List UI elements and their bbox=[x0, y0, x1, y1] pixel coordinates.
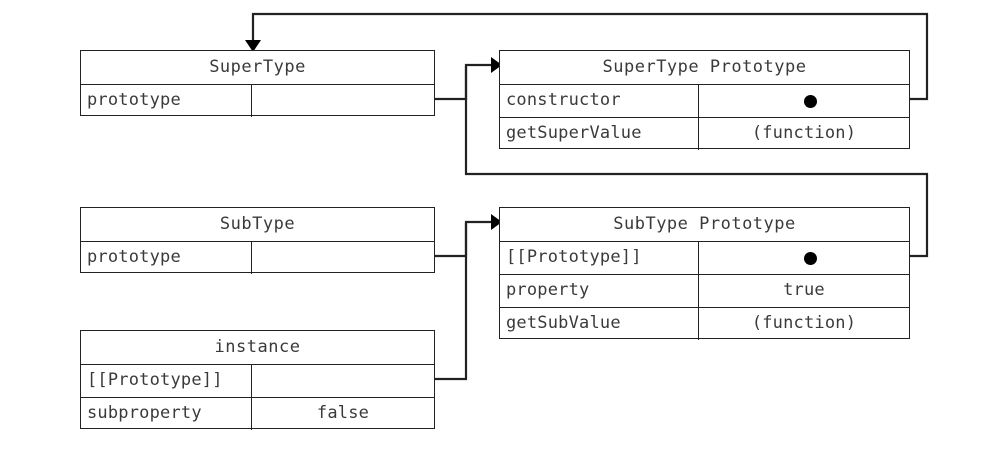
object-box-instance: instance [[Prototype]] subproperty false bbox=[80, 330, 435, 430]
property-value: (function) bbox=[751, 123, 857, 143]
table-row: constructor bbox=[500, 84, 909, 117]
table-row: subproperty false bbox=[81, 397, 434, 430]
property-value bbox=[252, 365, 434, 397]
property-value: false bbox=[316, 403, 370, 423]
object-title-subtype-prototype: SubType Prototype bbox=[613, 214, 796, 234]
property-value bbox=[252, 85, 434, 117]
property-key: getSuperValue bbox=[500, 118, 699, 150]
property-key: prototype bbox=[81, 242, 252, 274]
reference-dot-constructor bbox=[804, 94, 817, 108]
property-value bbox=[699, 85, 909, 117]
object-box-supertype: SuperType prototype bbox=[80, 50, 435, 117]
property-key: property bbox=[500, 275, 699, 307]
object-box-subtype-prototype: SubType Prototype [[Prototype]] property… bbox=[499, 207, 910, 340]
property-value: true bbox=[783, 280, 825, 300]
property-key: [[Prototype]] bbox=[500, 242, 699, 274]
table-row: prototype bbox=[81, 84, 434, 117]
table-row: [[Prototype]] bbox=[81, 364, 434, 397]
reference-dot-subtype-proto bbox=[804, 251, 817, 265]
property-key: [[Prototype]] bbox=[81, 365, 252, 397]
table-row: [[Prototype]] bbox=[500, 241, 909, 274]
property-key: constructor bbox=[500, 85, 699, 117]
table-row: getSubValue (function) bbox=[500, 307, 909, 340]
object-title-supertype-prototype: SuperType Prototype bbox=[602, 57, 807, 77]
property-value bbox=[252, 242, 434, 274]
property-key: prototype bbox=[81, 85, 252, 117]
property-key: subproperty bbox=[81, 398, 252, 430]
table-row: property true bbox=[500, 274, 909, 307]
object-title-supertype: SuperType bbox=[209, 57, 306, 77]
property-value: (function) bbox=[751, 313, 857, 333]
object-box-supertype-prototype: SuperType Prototype constructor getSuper… bbox=[499, 50, 910, 150]
object-box-subtype: SubType prototype bbox=[80, 207, 435, 274]
property-value bbox=[699, 242, 909, 274]
table-row: getSuperValue (function) bbox=[500, 117, 909, 150]
object-title-subtype: SubType bbox=[219, 214, 296, 234]
object-title-instance: instance bbox=[214, 337, 301, 357]
property-key: getSubValue bbox=[500, 308, 699, 340]
table-row: prototype bbox=[81, 241, 434, 274]
